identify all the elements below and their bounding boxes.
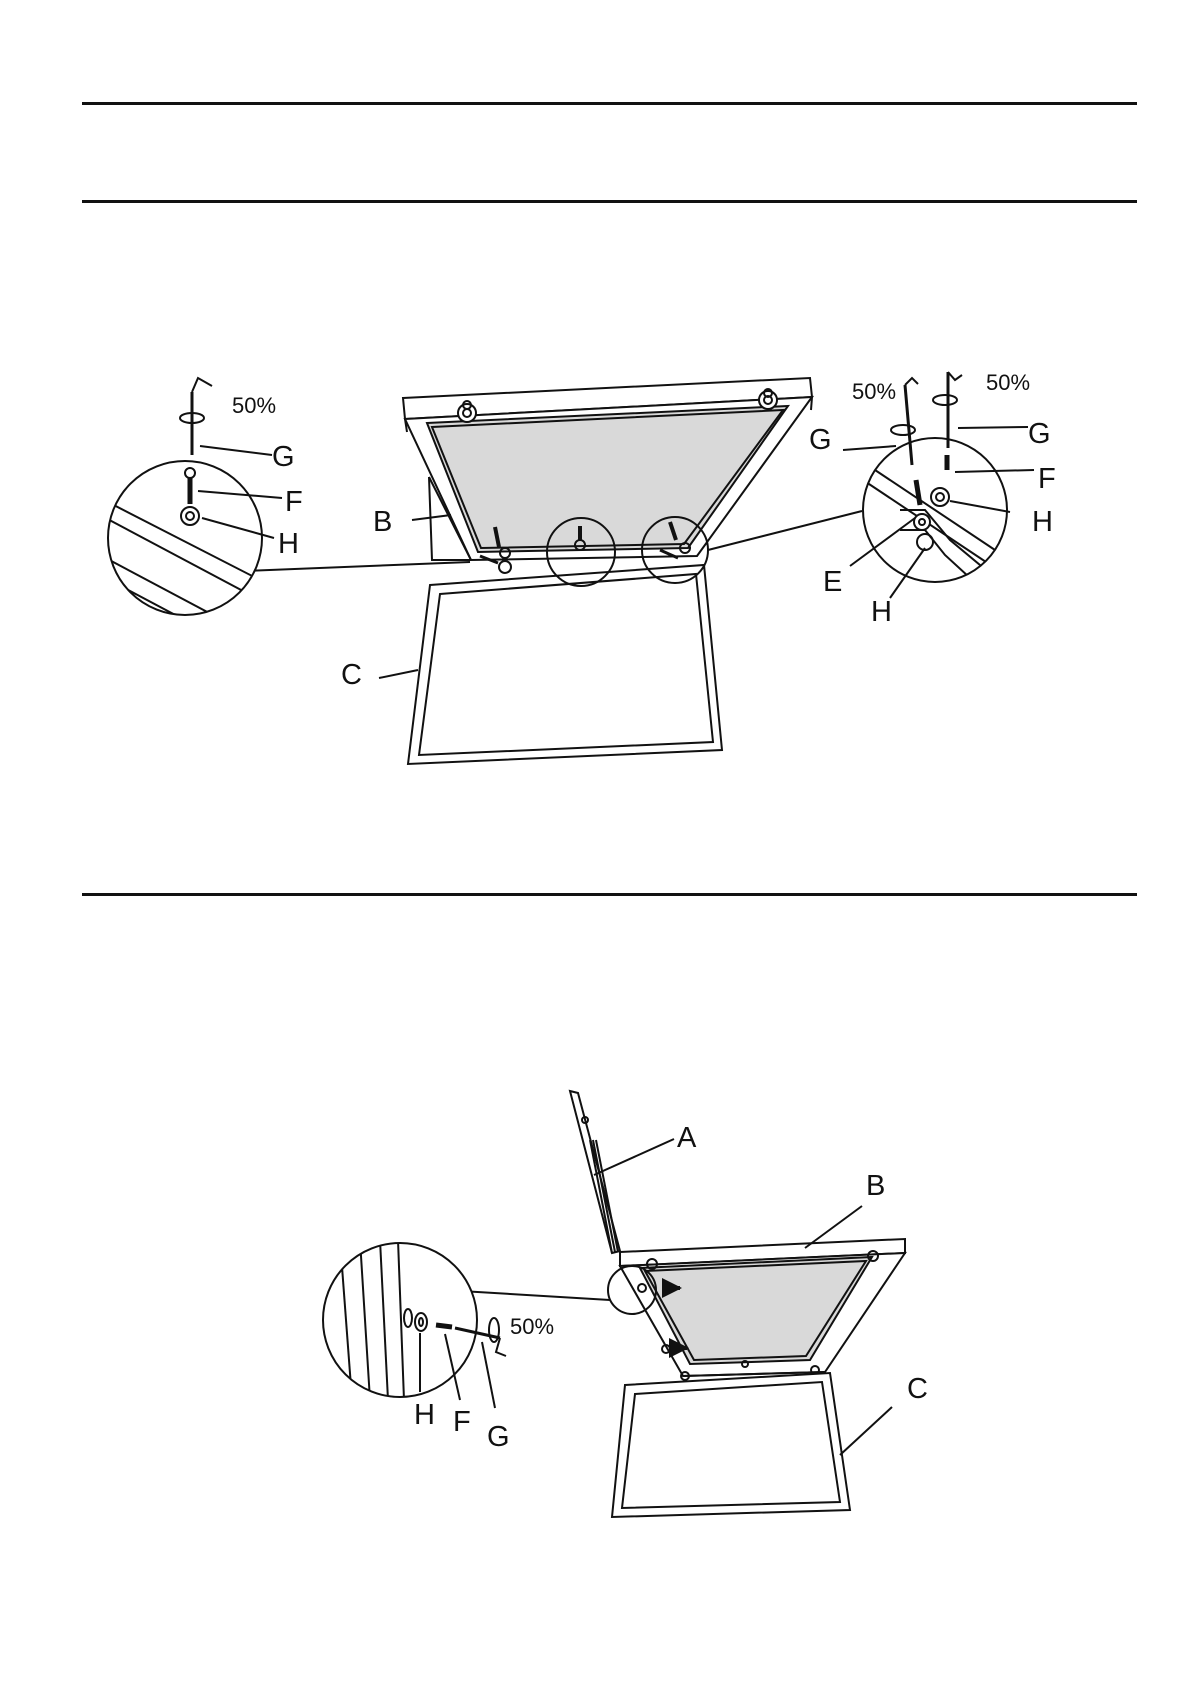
label-h: H xyxy=(278,528,299,560)
label-h: H xyxy=(1032,506,1053,538)
bottom-detail xyxy=(323,1240,506,1408)
diagram-step-bottom xyxy=(323,1091,905,1517)
left-detail xyxy=(100,378,282,660)
label-b: B xyxy=(866,1170,885,1202)
label-f: F xyxy=(453,1406,471,1438)
label-g: G xyxy=(1028,418,1051,450)
label-g: G xyxy=(809,424,832,456)
percent-label: 50% xyxy=(510,1314,554,1339)
label-f: F xyxy=(285,486,303,518)
label-a: A xyxy=(677,1122,697,1154)
label-c: C xyxy=(907,1373,928,1405)
right-detail xyxy=(843,372,1034,610)
percent-label: 50% xyxy=(986,370,1030,395)
panel-c-bottom xyxy=(612,1373,850,1517)
diagram-step-top xyxy=(100,372,1034,764)
label-b: B xyxy=(373,506,392,538)
label-f: F xyxy=(1038,463,1056,495)
label-g: G xyxy=(487,1421,510,1453)
label-e: E xyxy=(823,566,842,598)
percent-label: 50% xyxy=(232,393,276,418)
label-h: H xyxy=(871,596,892,628)
panel-c-top xyxy=(408,565,722,764)
label-g: G xyxy=(272,441,295,473)
panel-a xyxy=(570,1091,620,1253)
panel-b-top xyxy=(403,378,812,573)
percent-label: 50% xyxy=(852,379,896,404)
label-c: C xyxy=(341,659,362,691)
panel-b-bottom xyxy=(620,1239,905,1380)
label-h: H xyxy=(414,1399,435,1431)
